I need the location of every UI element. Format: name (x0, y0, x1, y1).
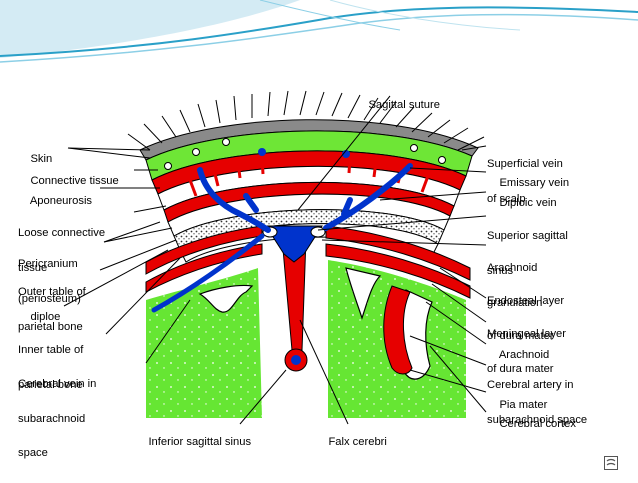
label-inner-table-line1: Inner table of (18, 344, 84, 356)
label-cerebral-artery-line1: Cerebral artery in (487, 379, 574, 391)
label-pia-mater-text: Pia mater (499, 398, 548, 411)
dura-endosteal-right (325, 225, 471, 281)
label-arachnoid-granulation-line1: Arachnoid (487, 262, 538, 274)
label-cerebral-vein: Cerebral vein in subarachnoid space (18, 356, 96, 483)
label-superficial-vein-line2: of scalp (487, 192, 526, 205)
label-outer-table-line1: Outer table of (18, 286, 86, 298)
label-meningeal-line1: Meningeal layer (487, 328, 566, 340)
label-pericranium-line2: (periosteum) (18, 292, 81, 305)
label-sagittal-suture-text: Sagittal suture (368, 98, 440, 111)
header-swoosh (0, 0, 638, 66)
label-aponeurosis-text: Aponeurosis (29, 194, 93, 207)
superficial-vein-dot (258, 148, 266, 156)
label-pericranium-line1: Pericranium (18, 258, 78, 270)
label-falx-cerebri: Falx cerebri (316, 425, 387, 460)
label-aponeurosis: Aponeurosis (18, 184, 92, 219)
label-diploic-vein-text: Diploic vein (499, 196, 557, 209)
presentation-icon[interactable] (604, 456, 618, 470)
label-superior-sagittal-sinus: Superior sagittal sinus (487, 208, 568, 300)
label-outer-table: Outer table of parietal bone (18, 264, 86, 356)
label-connective-tissue-text: Connective tissue (30, 174, 119, 187)
label-sagittal-suture: Sagittal suture (356, 88, 440, 123)
label-falx-cerebri-text: Falx cerebri (328, 435, 387, 448)
label-cerebral-vein-line1: Cerebral vein in (18, 378, 97, 390)
label-superficial-vein-line1: Superficial vein (487, 158, 563, 170)
label-endosteal-line1: Endosteal layer (487, 295, 565, 307)
label-loose-connective-line2: tissue (18, 261, 48, 274)
label-cerebral-vein-line2: subarachnoid (18, 412, 86, 425)
label-diploic-vein: Diploic vein (487, 186, 557, 221)
label-cerebral-artery: Cerebral artery in subarachnoid space (487, 357, 587, 449)
label-connective-tissue: Connective tissue (18, 164, 119, 199)
label-inner-table-line2: parietal bone (18, 378, 83, 391)
label-pericranium: Pericranium (periosteum) (18, 236, 81, 328)
hairs (127, 90, 485, 151)
label-arachnoid-granulation: Arachnoid granulation (487, 240, 542, 332)
label-inner-table: Inner table of parietal bone (18, 322, 83, 414)
label-cerebral-vein-line3: space (18, 447, 48, 459)
label-pia-mater: Pia mater (487, 388, 547, 423)
leader-lines (63, 95, 487, 425)
connective-vessels (164, 138, 446, 170)
label-arachnoid-granulation-line2: granulation (487, 296, 543, 309)
label-cerebral-cortex-text: Cerebral cortex (499, 417, 576, 430)
label-arachnoid-text: Arachnoid (498, 348, 550, 361)
superior-sagittal-sinus (265, 225, 323, 263)
label-diploe-text: diploe (30, 310, 61, 323)
label-superior-sagittal-line1: Superior sagittal (487, 230, 568, 242)
septa (188, 156, 430, 197)
label-emissary-vein-text: Emissary vein (499, 176, 570, 189)
label-inferior-sagittal-sinus: Inferior sagittal sinus (136, 425, 251, 460)
label-meningeal-line2: of dura mater (487, 362, 554, 375)
label-emissary-vein: Emissary vein (487, 166, 569, 201)
dura-meningeal-right (325, 243, 471, 299)
label-cerebral-cortex: Cerebral cortex (487, 407, 576, 442)
label-diploe: diploe (18, 300, 60, 335)
label-meningeal-layer: Meningeal layer of dura mater (487, 306, 566, 398)
label-loose-connective-tissue: Loose connective tissue (18, 205, 105, 297)
label-superficial-vein: Superficial vein of scalp (487, 136, 563, 228)
label-loose-connective-line1: Loose connective (18, 227, 106, 239)
label-skin: Skin (18, 142, 52, 177)
cerebral-artery (383, 285, 413, 375)
label-skin-text: Skin (30, 152, 53, 165)
label-superior-sagittal-line2: sinus (487, 264, 514, 277)
label-cerebral-artery-line2: subarachnoid space (487, 413, 588, 426)
label-inferior-sagittal-sinus-text: Inferior sagittal sinus (148, 435, 252, 448)
veins (151, 163, 413, 313)
label-endosteal-layer: Endosteal layer of dura mater (487, 273, 564, 365)
label-endosteal-line2: of dura mater (487, 329, 554, 342)
label-arachnoid: Arachnoid (487, 338, 549, 373)
label-outer-table-line2: parietal bone (18, 320, 83, 333)
